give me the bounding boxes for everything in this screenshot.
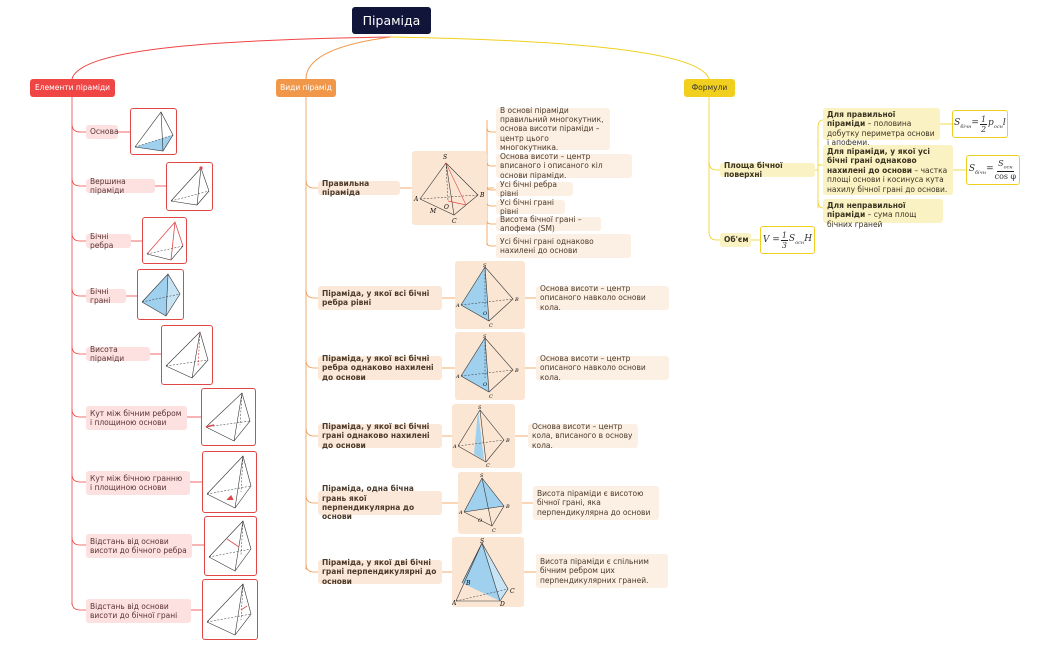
svg-text:C: C	[492, 528, 496, 534]
two-perpendicular-faces-fact: Висота піраміди є спільним бічним ребром…	[536, 554, 668, 588]
element-distance-to-edge[interactable]: Відстань від основи висоти до бічного ре…	[86, 534, 192, 558]
label-o: O	[444, 204, 449, 211]
svg-text:B: B	[465, 580, 471, 587]
equal-face-angles-fact: Основа висоти – центр кола, вписаного в …	[528, 422, 638, 450]
element-apex[interactable]: Вершина піраміди	[86, 177, 155, 195]
svg-text:B: B	[505, 504, 510, 510]
type-equal-edge-angles[interactable]: Піраміда, у якої всі бічні ребра однаков…	[318, 354, 442, 382]
svg-text:S: S	[480, 473, 484, 479]
label-s: S	[443, 154, 447, 161]
branch-elements[interactable]: Елементи піраміди	[30, 79, 115, 97]
lateral-equal-angles-note: Для піраміди, у якої усі бічні грані одн…	[823, 145, 953, 195]
svg-text:B: B	[514, 368, 519, 374]
figure-angle-edge	[201, 388, 256, 446]
regular-fact-6: Усі бічні грані однаково нахилені до осн…	[496, 234, 631, 258]
element-height[interactable]: Висота піраміди	[86, 345, 150, 363]
figure-base	[130, 108, 177, 155]
equal-edges-fact: Основа висоти – центр описаного навколо …	[536, 284, 669, 312]
formula-lateral-area[interactable]: Площа бічної поверхні	[720, 161, 815, 179]
svg-text:B: B	[505, 438, 510, 444]
svg-text:O: O	[483, 311, 487, 317]
regular-fact-3: Усі бічні ребра рівні	[496, 180, 573, 198]
svg-text:A: A	[452, 444, 457, 450]
element-base[interactable]: Основа	[86, 125, 119, 139]
branch-types[interactable]: Види пірамід	[276, 79, 336, 97]
root-node-title[interactable]: Піраміда	[352, 7, 431, 34]
svg-text:A: A	[455, 303, 460, 309]
element-angle-face-base[interactable]: Кут між бічною гранню і площиною основи	[86, 471, 190, 495]
element-lateral-faces[interactable]: Бічні грані	[86, 287, 126, 305]
label-m: M	[429, 208, 437, 215]
lateral-regular-note: Для правильної піраміди – половина добут…	[823, 108, 940, 147]
svg-text:O: O	[483, 382, 487, 388]
regular-fact-5: Висота бічної грані – апофема (SM)	[496, 215, 601, 233]
type-equal-face-angles[interactable]: Піраміда, у якої всі бічні грані однаков…	[318, 422, 442, 450]
svg-text:S: S	[480, 538, 484, 545]
svg-text:C: C	[489, 323, 493, 329]
type-one-perpendicular-face[interactable]: Піраміда, одна бічна грань якої перпенди…	[318, 484, 442, 521]
svg-text:A: A	[455, 374, 460, 380]
svg-text:C: C	[486, 463, 490, 468]
figure-distance-face	[202, 579, 258, 640]
type-regular[interactable]: Правильна піраміда	[318, 179, 400, 197]
regular-fact-1: В основі піраміди правильний многокутник…	[496, 106, 610, 152]
figure-angle-face	[202, 451, 257, 513]
svg-text:C: C	[489, 394, 493, 400]
figure-one-perpendicular-face: S A B C O	[458, 472, 522, 534]
svg-text:S: S	[483, 334, 487, 340]
element-angle-edge-base[interactable]: Кут між бічним ребром і площиною основи	[86, 406, 187, 430]
svg-text:S: S	[483, 263, 487, 269]
figure-lateral-faces	[137, 269, 184, 320]
label-b: B	[479, 192, 485, 199]
figure-distance-edge	[204, 516, 257, 576]
regular-fact-4: Усі бічні грані рівні	[496, 198, 565, 216]
formula-volume[interactable]: Об'єм	[720, 233, 751, 247]
label-c: C	[452, 218, 457, 225]
figure-lateral-edges	[142, 217, 187, 264]
one-perpendicular-face-fact: Висота піраміди є висотою бічної грані, …	[533, 486, 659, 520]
equal-edge-angles-fact: Основа висоти – центр описаного навколо …	[536, 354, 669, 382]
svg-text:A: A	[458, 510, 463, 516]
figure-equal-face-angles: S A B C	[452, 404, 515, 469]
element-lateral-edges[interactable]: Бічні ребра	[86, 232, 131, 250]
label-a: A	[413, 196, 419, 203]
branch-formulas[interactable]: Формули	[684, 79, 735, 97]
svg-text:S: S	[478, 405, 482, 411]
svg-text:D: D	[499, 601, 505, 607]
lateral-irregular-note: Для неправильної піраміди – сума площ бі…	[823, 199, 943, 229]
svg-text:O: O	[478, 518, 482, 524]
type-equal-edges[interactable]: Піраміда, у якої всі бічні ребра рівні	[318, 286, 442, 310]
figure-height	[161, 325, 213, 385]
regular-fact-2: Основа висоти – центр вписаного і описан…	[496, 152, 632, 180]
figure-apex	[166, 162, 213, 211]
svg-text:B: B	[514, 297, 519, 303]
element-distance-to-face[interactable]: Відстань від основи висоти до бічної гра…	[86, 599, 191, 623]
svg-text:C: C	[510, 588, 515, 595]
type-two-perpendicular-faces[interactable]: Піраміда, у якої дві бічні грані перпенд…	[318, 558, 442, 586]
svg-text:A: A	[452, 600, 457, 607]
figure-regular-pyramid: S A B C O M	[412, 151, 487, 225]
